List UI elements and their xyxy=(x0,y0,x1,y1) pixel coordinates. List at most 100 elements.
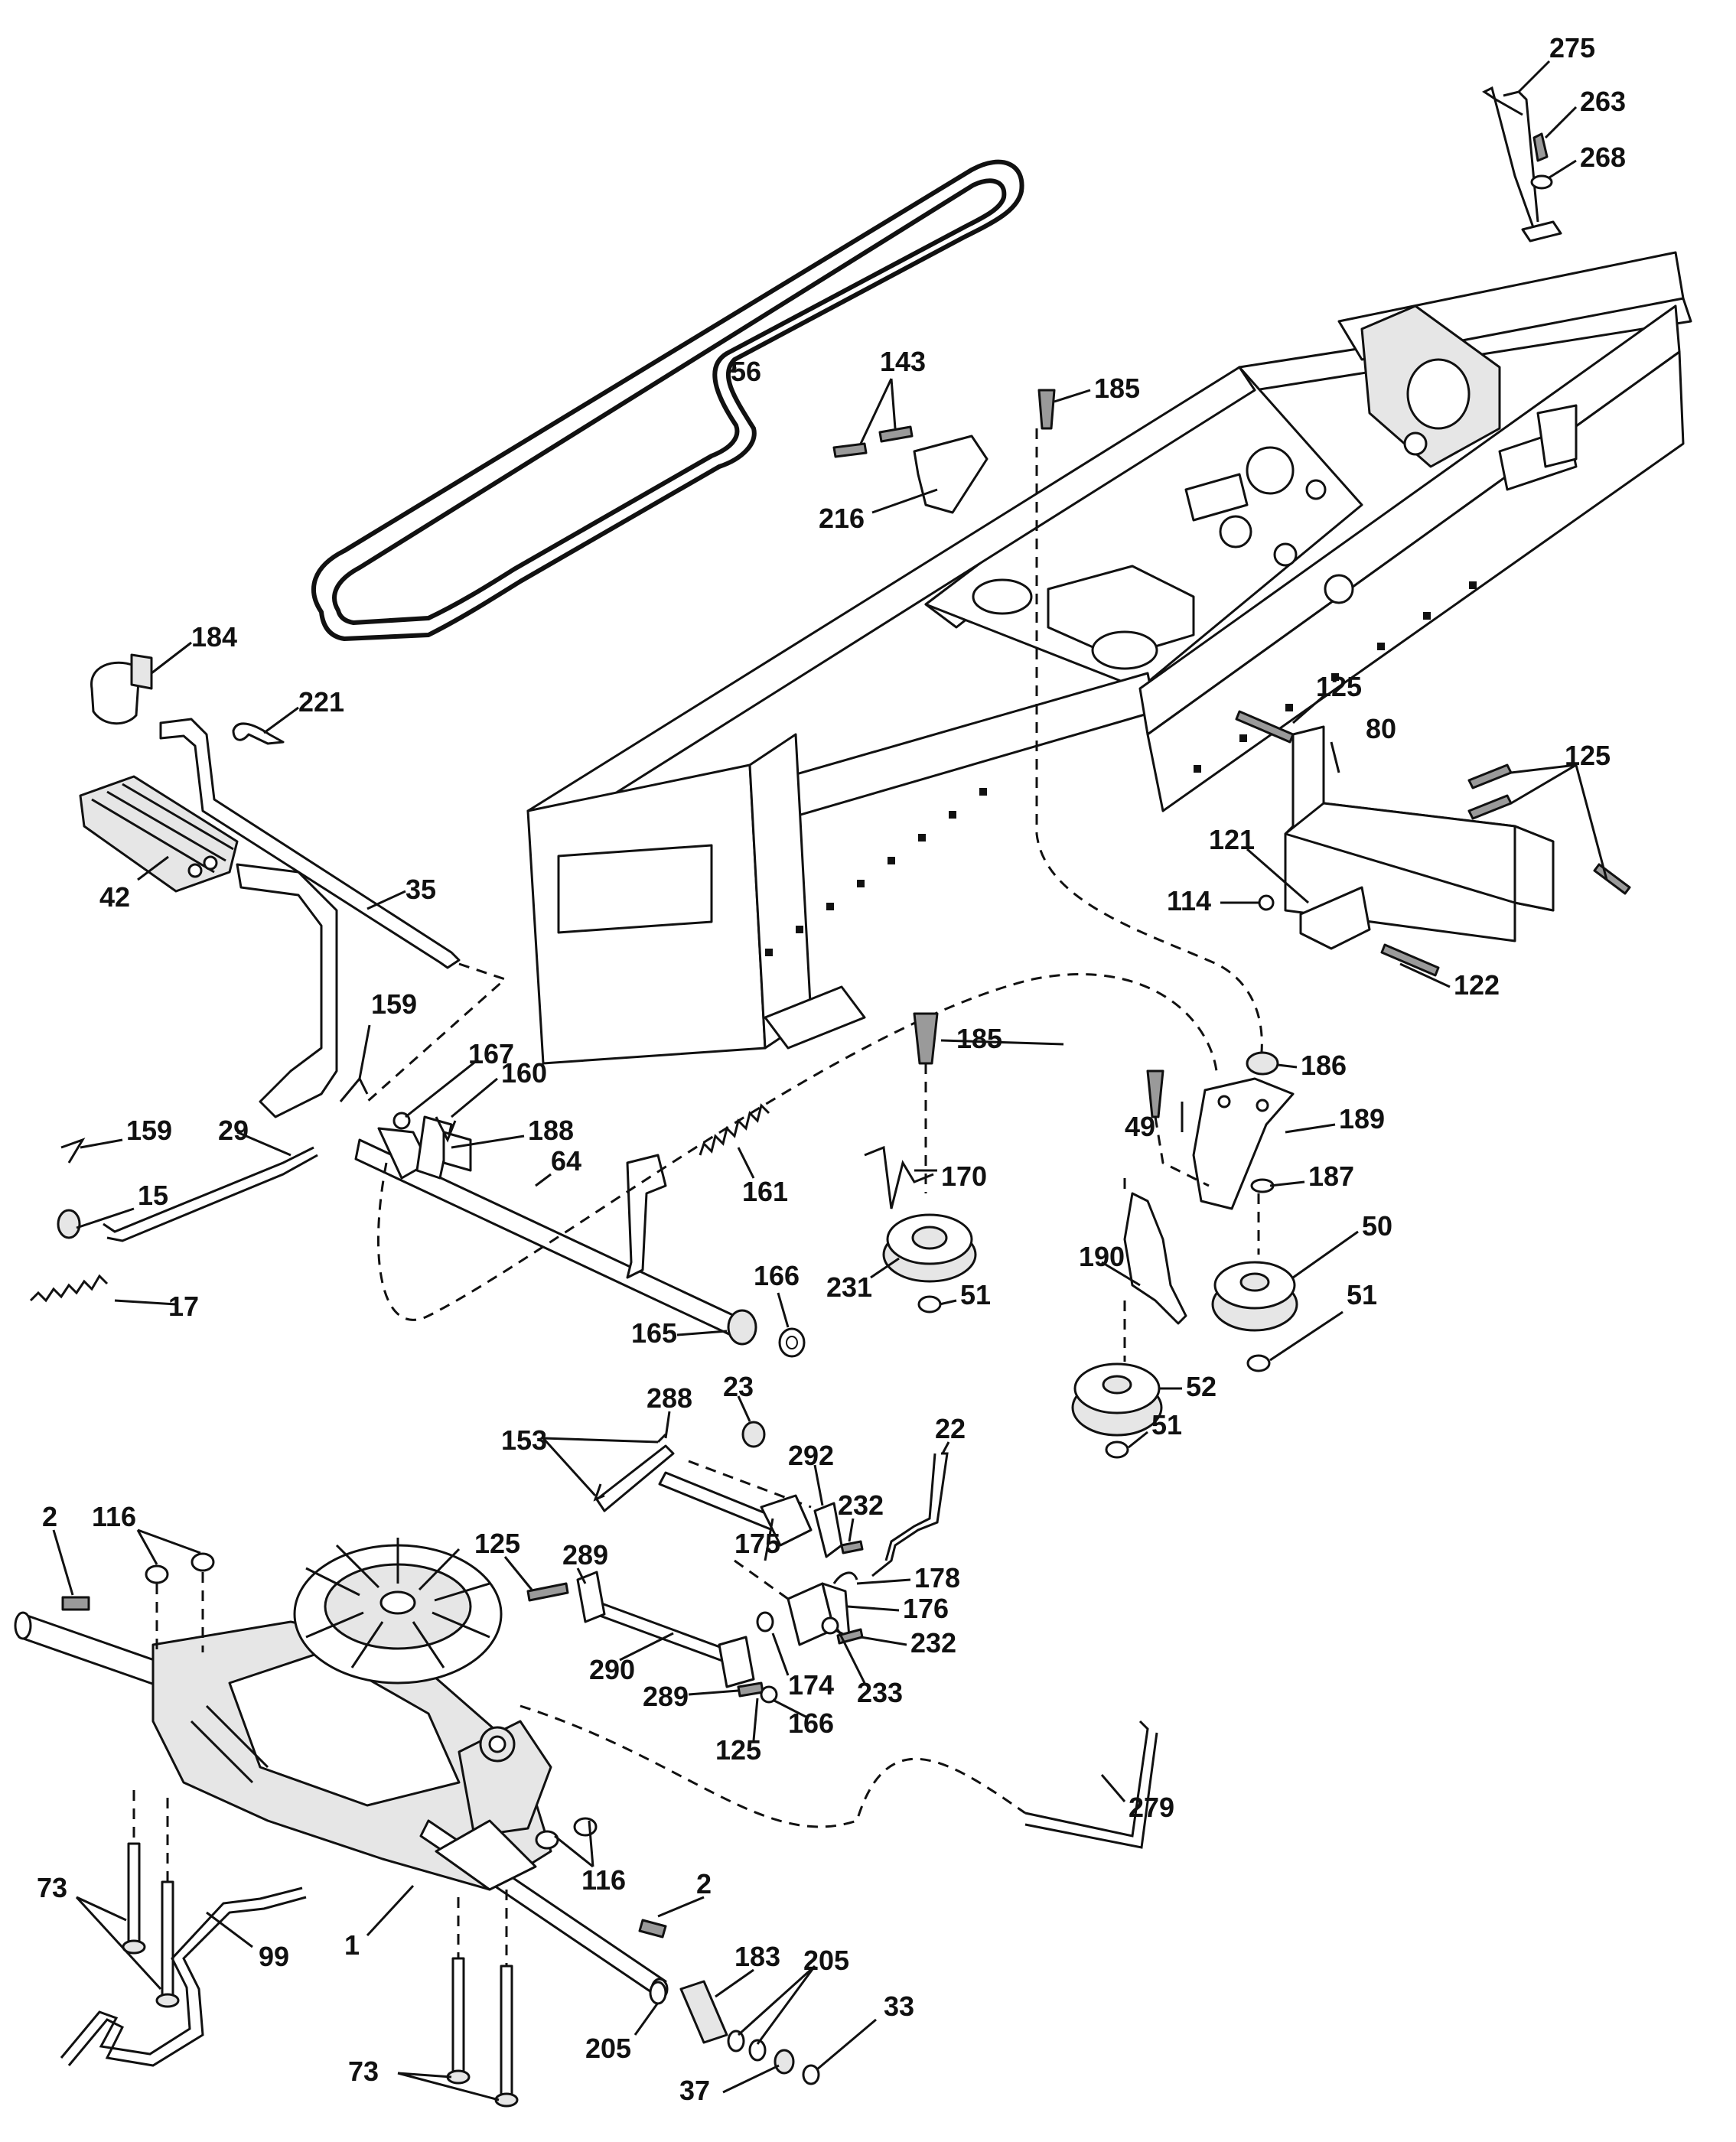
pulley-50 xyxy=(1211,1261,1298,1332)
label-125-b: 125 xyxy=(1565,740,1611,771)
label-23: 23 xyxy=(723,1371,754,1402)
label-116-b: 116 xyxy=(581,1864,626,1896)
label-1: 1 xyxy=(344,1929,360,1961)
label-289-b: 289 xyxy=(643,1681,689,1712)
pin-160 xyxy=(435,1116,457,1143)
label-33: 33 xyxy=(884,1991,914,2022)
label-231: 231 xyxy=(826,1271,872,1303)
label-22: 22 xyxy=(935,1413,966,1444)
label-99: 99 xyxy=(259,1941,289,1972)
label-2-a: 2 xyxy=(42,1501,57,1532)
bushing-165 xyxy=(727,1309,757,1346)
nut-51-a xyxy=(917,1295,942,1314)
knob-184 xyxy=(90,653,153,725)
washer-187 xyxy=(1250,1178,1275,1193)
label-52: 52 xyxy=(1186,1371,1217,1402)
label-279: 279 xyxy=(1129,1792,1174,1823)
bolt-185 xyxy=(913,1012,939,1065)
label-205-b: 205 xyxy=(585,2033,631,2064)
tractor-frame xyxy=(526,251,1692,1065)
label-165: 165 xyxy=(631,1317,677,1349)
link-288 xyxy=(595,1433,675,1512)
label-185-mid: 185 xyxy=(956,1023,1002,1054)
label-29: 29 xyxy=(218,1115,249,1146)
label-42: 42 xyxy=(99,881,130,913)
label-80: 80 xyxy=(1366,713,1396,744)
label-178: 178 xyxy=(914,1562,960,1593)
label-183: 183 xyxy=(734,1941,780,1972)
label-190: 190 xyxy=(1079,1241,1125,1272)
shaft-290 xyxy=(576,1571,755,1688)
hairpin-221 xyxy=(232,722,285,745)
label-185-top: 185 xyxy=(1094,373,1140,404)
nut-114 xyxy=(1258,894,1275,911)
key-2-b xyxy=(638,1919,667,1939)
label-51-b: 51 xyxy=(1347,1279,1377,1310)
label-289-a: 289 xyxy=(562,1539,608,1571)
label-37: 37 xyxy=(679,2075,710,2106)
bracket-216 xyxy=(832,425,989,514)
label-187: 187 xyxy=(1308,1161,1354,1192)
label-125-d: 125 xyxy=(474,1528,520,1559)
label-17: 17 xyxy=(168,1291,199,1322)
spring-15-17 xyxy=(29,1209,109,1303)
nut-51-b xyxy=(1246,1354,1271,1372)
washer-174 xyxy=(756,1611,774,1633)
pedal-pad-42 xyxy=(79,775,239,893)
label-290: 290 xyxy=(589,1654,635,1685)
bolts-73 xyxy=(122,1842,519,2108)
bolt-122 xyxy=(1380,943,1440,977)
leader-lines xyxy=(52,60,1608,2101)
label-170: 170 xyxy=(941,1161,987,1192)
label-159-b: 159 xyxy=(126,1115,172,1146)
label-116-a: 116 xyxy=(92,1501,136,1532)
bolt-232-a xyxy=(840,1540,864,1554)
label-2-b: 2 xyxy=(696,1868,712,1899)
bolt-263 xyxy=(1532,132,1549,162)
bolt-125-e xyxy=(737,1681,764,1698)
label-184: 184 xyxy=(191,621,237,653)
washer-205-a xyxy=(649,1981,667,2005)
label-176: 176 xyxy=(903,1593,949,1624)
label-221: 221 xyxy=(298,686,344,718)
pulley-231 xyxy=(882,1213,977,1283)
label-268: 268 xyxy=(1580,142,1626,173)
washer-233 xyxy=(821,1616,839,1635)
bracket-189 xyxy=(1192,1077,1295,1210)
bolt-185-top xyxy=(1037,389,1056,430)
label-114: 114 xyxy=(1167,885,1211,916)
label-121: 121 xyxy=(1209,824,1255,855)
label-15: 15 xyxy=(138,1180,168,1211)
label-175: 175 xyxy=(734,1528,780,1559)
washer-268 xyxy=(1530,174,1553,190)
label-232-b: 232 xyxy=(910,1627,956,1659)
spring-161 xyxy=(699,1103,770,1156)
label-153: 153 xyxy=(501,1424,547,1456)
rod-275 xyxy=(1482,86,1562,243)
transaxle-1 xyxy=(14,1538,669,2000)
spacer-183 xyxy=(679,1980,728,2044)
key-2-a xyxy=(61,1596,90,1611)
label-64: 64 xyxy=(551,1145,581,1177)
label-160: 160 xyxy=(501,1057,547,1089)
label-125-a: 125 xyxy=(1316,671,1362,702)
label-73-b: 73 xyxy=(348,2056,379,2087)
rod-99 xyxy=(67,1896,307,2067)
label-263: 263 xyxy=(1580,86,1626,117)
label-233: 233 xyxy=(857,1677,903,1708)
clip-33 xyxy=(802,2064,820,2085)
bolt-49 xyxy=(1146,1069,1164,1118)
label-161: 161 xyxy=(742,1176,788,1207)
pin-153 xyxy=(593,1483,605,1502)
rod-279 xyxy=(1024,1720,1149,1838)
label-49: 49 xyxy=(1125,1111,1155,1142)
label-188: 188 xyxy=(528,1115,574,1146)
label-166-b: 166 xyxy=(788,1707,834,1739)
label-232-a: 232 xyxy=(838,1489,884,1521)
label-167: 167 xyxy=(468,1038,514,1069)
label-159-a: 159 xyxy=(371,988,417,1020)
label-275: 275 xyxy=(1549,32,1595,63)
label-216: 216 xyxy=(819,503,865,534)
washer-205-b xyxy=(727,2030,745,2052)
label-56: 56 xyxy=(731,356,761,387)
